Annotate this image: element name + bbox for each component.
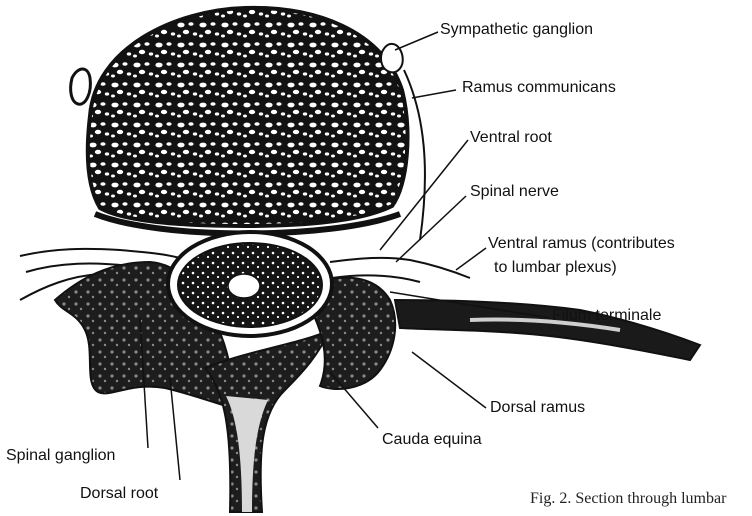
filum-terminale-center <box>228 274 260 298</box>
left-ganglion-shape <box>71 69 91 104</box>
leader-sympathetic-ganglion <box>395 32 438 50</box>
dural-sac <box>168 232 332 336</box>
label-spinal-nerve: Spinal nerve <box>470 182 559 202</box>
figure-caption: Fig. 2. Section through lumbar <box>530 490 726 508</box>
leader-dorsal-root <box>170 378 180 480</box>
label-cauda-equina: Cauda equina <box>382 430 482 450</box>
leader-spinal-nerve <box>396 196 466 262</box>
label-ventral-ramus-line2: to lumbar plexus) <box>494 258 617 278</box>
label-ramus-communicans: Ramus communicans <box>462 78 616 98</box>
leader-ramus-communicans <box>412 90 456 98</box>
label-sympathetic-ganglion: Sympathetic ganglion <box>440 20 593 40</box>
label-ventral-root: Ventral root <box>470 128 552 148</box>
vertebral-body <box>88 8 408 226</box>
label-filum-terminale: Filum terminale <box>552 306 661 326</box>
leader-ventral-ramus <box>456 248 486 270</box>
label-dorsal-root: Dorsal root <box>80 484 158 504</box>
leader-dorsal-ramus <box>412 352 486 408</box>
label-ventral-ramus-line1: Ventral ramus (contributes <box>488 234 675 254</box>
label-spinal-ganglion: Spinal ganglion <box>6 446 115 466</box>
label-dorsal-ramus: Dorsal ramus <box>490 398 585 418</box>
